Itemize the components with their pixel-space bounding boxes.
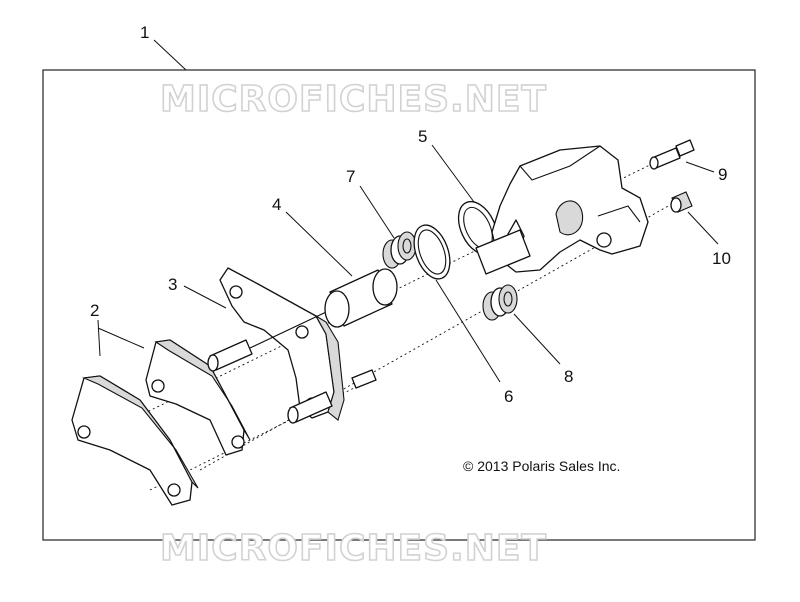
callout-10: 10 bbox=[712, 249, 731, 268]
diagram-frame bbox=[42, 69, 756, 541]
brake-pad-outer bbox=[71, 375, 199, 506]
callout-4: 4 bbox=[272, 195, 281, 214]
callout-labels: 1 2 3 4 5 6 7 8 9 10 bbox=[90, 23, 731, 406]
copyright-notice: © 2013 Polaris Sales Inc. bbox=[463, 458, 620, 474]
callout-8: 8 bbox=[564, 367, 573, 386]
bleeder-valve bbox=[649, 139, 695, 170]
caliper-housing bbox=[475, 145, 649, 275]
callout-3: 3 bbox=[168, 275, 177, 294]
caliper-piston bbox=[324, 268, 398, 328]
callout-2: 2 bbox=[90, 301, 99, 320]
callout-5: 5 bbox=[418, 127, 427, 146]
callout-1: 1 bbox=[140, 23, 149, 42]
callout-9: 9 bbox=[718, 165, 727, 184]
callout-6: 6 bbox=[504, 387, 513, 406]
watermark-bottom: MICROFICHES.NET bbox=[160, 528, 547, 569]
caliper-bracket bbox=[207, 267, 377, 424]
bleeder-cap bbox=[670, 191, 693, 213]
piston-boot-lower bbox=[482, 284, 518, 321]
callout-leaders bbox=[97, 39, 719, 383]
piston-boot-upper bbox=[382, 231, 417, 269]
o-ring-seal bbox=[413, 224, 451, 280]
watermark-top: MICROFICHES.NET bbox=[160, 79, 547, 120]
callout-7: 7 bbox=[346, 167, 355, 186]
brake-pad-inner bbox=[145, 339, 251, 456]
